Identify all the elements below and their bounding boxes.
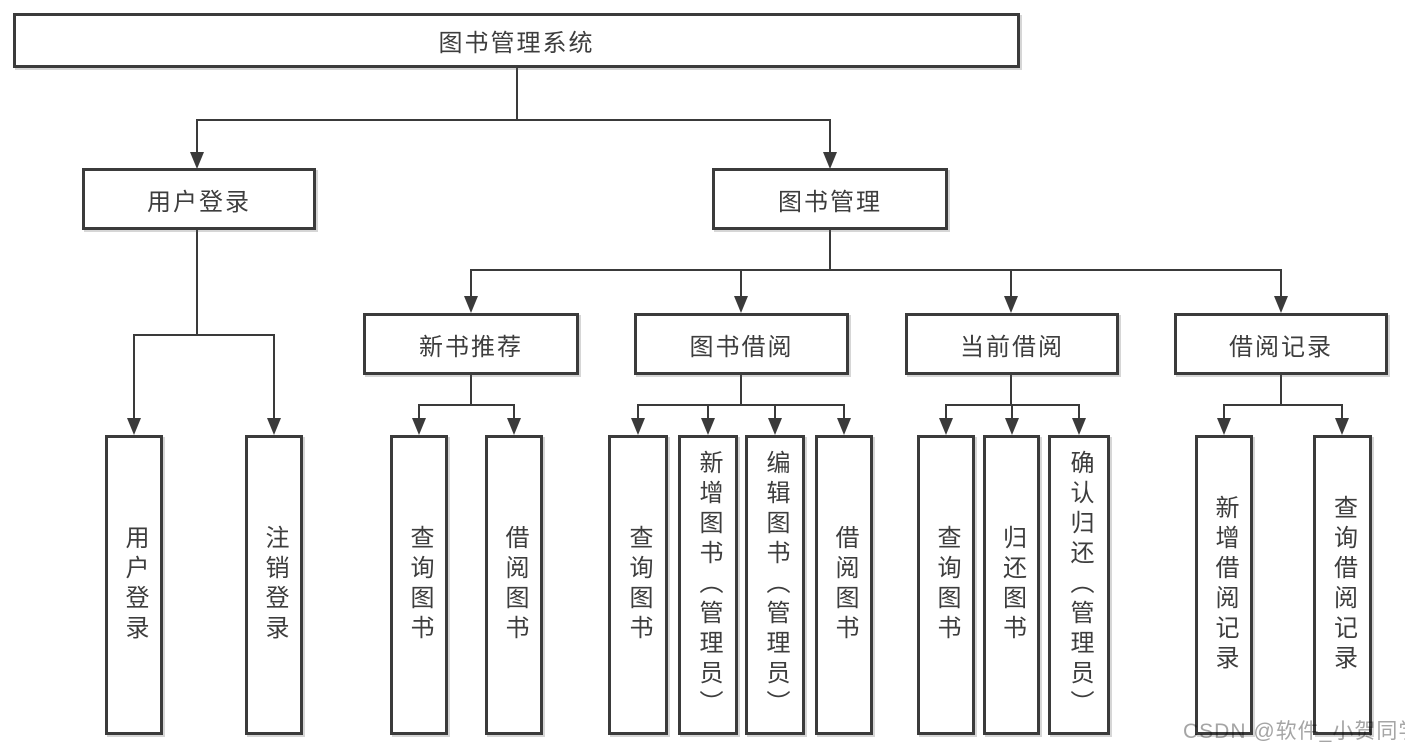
connector-drop-leaf-login [133, 334, 135, 421]
leaf-logout: 注销登录 [245, 435, 303, 735]
arrowhead-C2 [701, 418, 715, 435]
leaf-borrow-books: 借阅图书 [815, 435, 873, 735]
arrowhead-B2 [507, 418, 521, 435]
arrowhead-D2 [1005, 418, 1019, 435]
arrowhead-C4 [837, 418, 851, 435]
arrowhead-user-login [190, 152, 204, 169]
arrowhead-D3 [1072, 418, 1086, 435]
node-book-borrowing: 图书借阅 [634, 313, 849, 375]
node-current-borrowing: 当前借阅 [905, 313, 1119, 375]
node-root-library-management-system: 图书管理系统 [13, 13, 1020, 68]
connector-level3-splitter [470, 269, 1282, 271]
connector-level2-splitter [197, 119, 831, 121]
connector-groupB-splitter [418, 404, 515, 406]
connector-drop-D3 [1078, 404, 1080, 421]
node-borrowing-records: 借阅记录 [1174, 313, 1388, 375]
leaf-user-login: 用户登录 [105, 435, 163, 735]
arrowhead-C3 [768, 418, 782, 435]
connector-drop-C4 [843, 404, 845, 421]
connector-drop-current [1010, 269, 1012, 299]
leaf-query-books-current: 查询图书 [917, 435, 975, 735]
leaf-borrow-books-recommend: 借阅图书 [485, 435, 543, 735]
connector-groupE-stem [1280, 375, 1282, 406]
connector-groupE-splitter [1223, 404, 1343, 406]
arrowhead-new-book [464, 296, 478, 313]
connector-drop-C1 [637, 404, 639, 421]
connector-user-login-stem [196, 230, 198, 336]
connector-drop-user-login [196, 119, 198, 156]
arrowhead-C1 [631, 418, 645, 435]
connector-groupC-splitter [637, 404, 845, 406]
arrowhead-borrowing [734, 296, 748, 313]
arrowhead-B1 [412, 418, 426, 435]
leaf-add-borrow-record: 新增借阅记录 [1195, 435, 1253, 735]
connector-drop-records [1280, 269, 1282, 299]
leaf-query-books-recommend: 查询图书 [390, 435, 448, 735]
leaf-add-books-admin: 新增图书（管理员） [678, 435, 738, 735]
connector-drop-leaf-logout [273, 334, 275, 421]
leaf-return-books: 归还图书 [983, 435, 1040, 735]
arrowhead-leaf-logout [267, 418, 281, 435]
connector-drop-B2 [513, 404, 515, 421]
leaf-edit-books-admin: 编辑图书（管理员） [745, 435, 805, 735]
connector-drop-D2 [1011, 404, 1013, 421]
leaf-query-borrow-record: 查询借阅记录 [1313, 435, 1372, 735]
node-new-book-recommendation: 新书推荐 [363, 313, 579, 375]
connector-drop-C3 [774, 404, 776, 421]
leaf-confirm-return-admin: 确认归还（管理员） [1048, 435, 1110, 735]
connector-groupB-stem [470, 375, 472, 406]
arrowhead-E2 [1335, 418, 1349, 435]
node-user-login: 用户登录 [82, 168, 316, 230]
connector-drop-D1 [945, 404, 947, 421]
csdn-watermark: CSDN @软件_小贺同学 [1183, 720, 1405, 743]
arrowhead-E1 [1217, 418, 1231, 435]
connector-groupC-stem [740, 375, 742, 406]
arrowhead-leaf-login [127, 418, 141, 435]
connector-drop-C2 [707, 404, 709, 421]
connector-groupA-splitter [133, 334, 275, 336]
arrowhead-records [1274, 296, 1288, 313]
node-book-management: 图书管理 [712, 168, 948, 230]
leaf-query-books-borrowing: 查询图书 [608, 435, 668, 735]
arrowhead-book-mgmt [823, 152, 837, 169]
connector-drop-new-book [470, 269, 472, 299]
connector-drop-E1 [1223, 404, 1225, 421]
arrowhead-current [1004, 296, 1018, 313]
connector-drop-book-mgmt [829, 119, 831, 156]
connector-groupD-stem [1010, 375, 1012, 406]
connector-root-stem [516, 68, 518, 121]
connector-drop-borrowing [740, 269, 742, 299]
connector-drop-E2 [1341, 404, 1343, 421]
connector-book-mgmt-stem [829, 230, 831, 271]
connector-drop-B1 [418, 404, 420, 421]
arrowhead-D1 [939, 418, 953, 435]
